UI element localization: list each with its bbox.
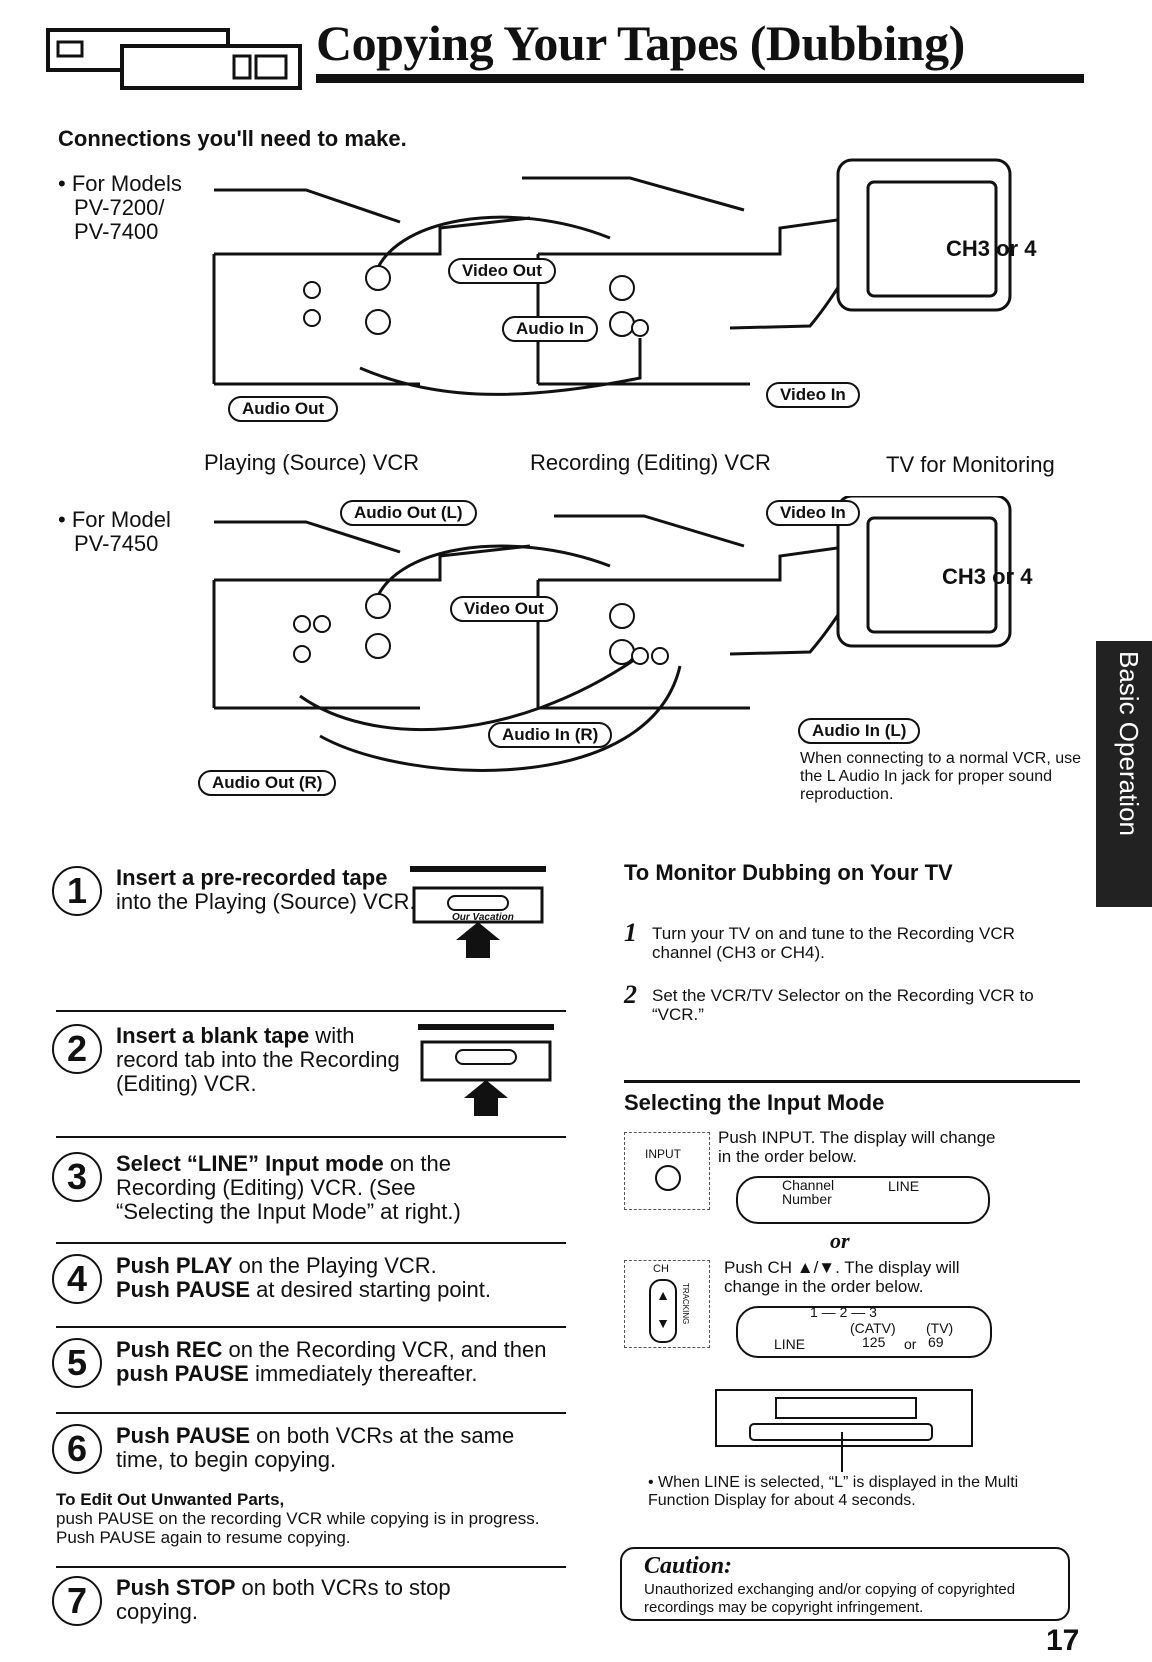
edit-note: To Edit Out Unwanted Parts, push PAUSE o… [56, 1490, 540, 1547]
monitor-item-2: 2 Set the VCR/TV Selector on the Recordi… [624, 980, 1034, 1024]
tape-insert-icon [418, 1024, 554, 1116]
label-audio-in: Audio In [502, 316, 598, 342]
page-title: Copying Your Tapes (Dubbing) [316, 15, 965, 71]
connection-diagram-a [212, 158, 1012, 396]
title-rule [316, 74, 1084, 83]
input-button-icon [655, 1165, 681, 1191]
step-2: 2 Insert a blank tape with record tab in… [52, 1024, 572, 1134]
label-audio-in-l: Audio In (L) [798, 718, 921, 744]
caption-tv: TV for Monitoring [886, 452, 1055, 477]
vcr-front-panel-icon [715, 1389, 973, 1472]
label-video-out: Video Out [448, 258, 556, 284]
input-button-panel: INPUT [624, 1132, 710, 1210]
step-1: 1 Insert a pre-recorded tape into the Pl… [52, 866, 572, 976]
label-video-in-b: Video In [766, 500, 860, 526]
monitor-item-1: 1 Turn your TV on and tune to the Record… [624, 918, 1015, 962]
connections-heading: Connections you'll need to make. [58, 126, 407, 151]
label-audio-in-r: Audio In (R) [488, 722, 613, 748]
tv-screen-text-b: CH3 or 4 [942, 564, 1033, 589]
label-video-out-b: Video Out [450, 596, 558, 622]
model-b-label: • For Model PV-7450 [58, 507, 171, 556]
ch-sequence: 1 — 2 — 3 (CATV) (TV) LINE 125 or 69 [736, 1304, 992, 1358]
vcr-logo-icon [46, 28, 302, 90]
model-a-label: • For Models PV-7200/ PV-7400 [58, 171, 182, 244]
ch-button-panel: CH ▲▼ TRACKING [624, 1260, 710, 1348]
tape-insert-icon [410, 866, 546, 958]
or-text: or [830, 1228, 850, 1253]
label-video-in: Video In [766, 382, 860, 408]
page-number: 17 [1046, 1624, 1080, 1657]
label-audio-out: Audio Out [228, 396, 339, 422]
input-text: Push INPUT. The display will change in t… [718, 1128, 996, 1166]
caption-playing-vcr: Playing (Source) VCR [204, 450, 420, 475]
tv-screen-text-a: CH3 or 4 [946, 236, 1037, 261]
caution-box: Caution: Unauthorized exchanging and/or … [620, 1547, 1070, 1621]
audio-in-note: When connecting to a normal VCR, use the… [800, 750, 1082, 803]
ch-rocker-icon: ▲▼ [649, 1279, 677, 1343]
input-mode-heading: Selecting the Input Mode [624, 1090, 885, 1115]
display-note: • When LINE is selected, “L” is displaye… [648, 1474, 1019, 1509]
connection-diagram-b [212, 496, 1012, 772]
label-audio-out-r: Audio Out (R) [198, 770, 337, 796]
side-tab: Basic Operation [1096, 641, 1152, 907]
label-audio-out-l: Audio Out (L) [340, 500, 477, 526]
monitor-heading: To Monitor Dubbing on Your TV [624, 860, 953, 885]
caption-recording-vcr: Recording (Editing) VCR [530, 450, 771, 475]
ch-text: Push CH ▲/▼. The display will change in … [724, 1258, 960, 1296]
